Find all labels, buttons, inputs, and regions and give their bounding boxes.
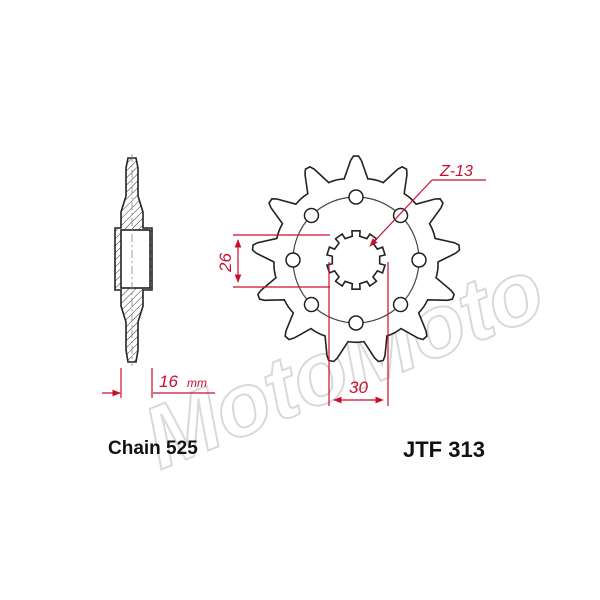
teeth-count-label: Z-13 — [439, 163, 473, 180]
width-value: 30 — [349, 378, 368, 397]
bolt-hole — [348, 315, 364, 331]
bolt-hole — [392, 296, 409, 313]
thickness-dimension: 16 mm — [102, 368, 215, 398]
bolt-holes — [285, 189, 427, 331]
bolt-hole — [392, 207, 409, 224]
bolt-hole — [303, 207, 320, 224]
thickness-value: 16 — [159, 372, 178, 391]
side-view — [114, 154, 153, 366]
bolt-hole — [303, 296, 320, 313]
chain-label: Chain 525 — [108, 438, 198, 459]
part-number: JTF 313 — [403, 437, 485, 462]
width-dimension: 30 — [328, 262, 389, 406]
side-view-hub — [120, 229, 151, 289]
bolt-hole — [411, 252, 427, 268]
height-value: 26 — [216, 253, 235, 273]
teeth-leader: Z-13 — [369, 163, 486, 247]
height-dimension: 26 — [216, 234, 330, 288]
bolt-hole — [285, 252, 301, 268]
front-view — [251, 155, 461, 363]
bolt-hole — [348, 189, 364, 205]
thickness-unit: mm — [187, 376, 207, 390]
